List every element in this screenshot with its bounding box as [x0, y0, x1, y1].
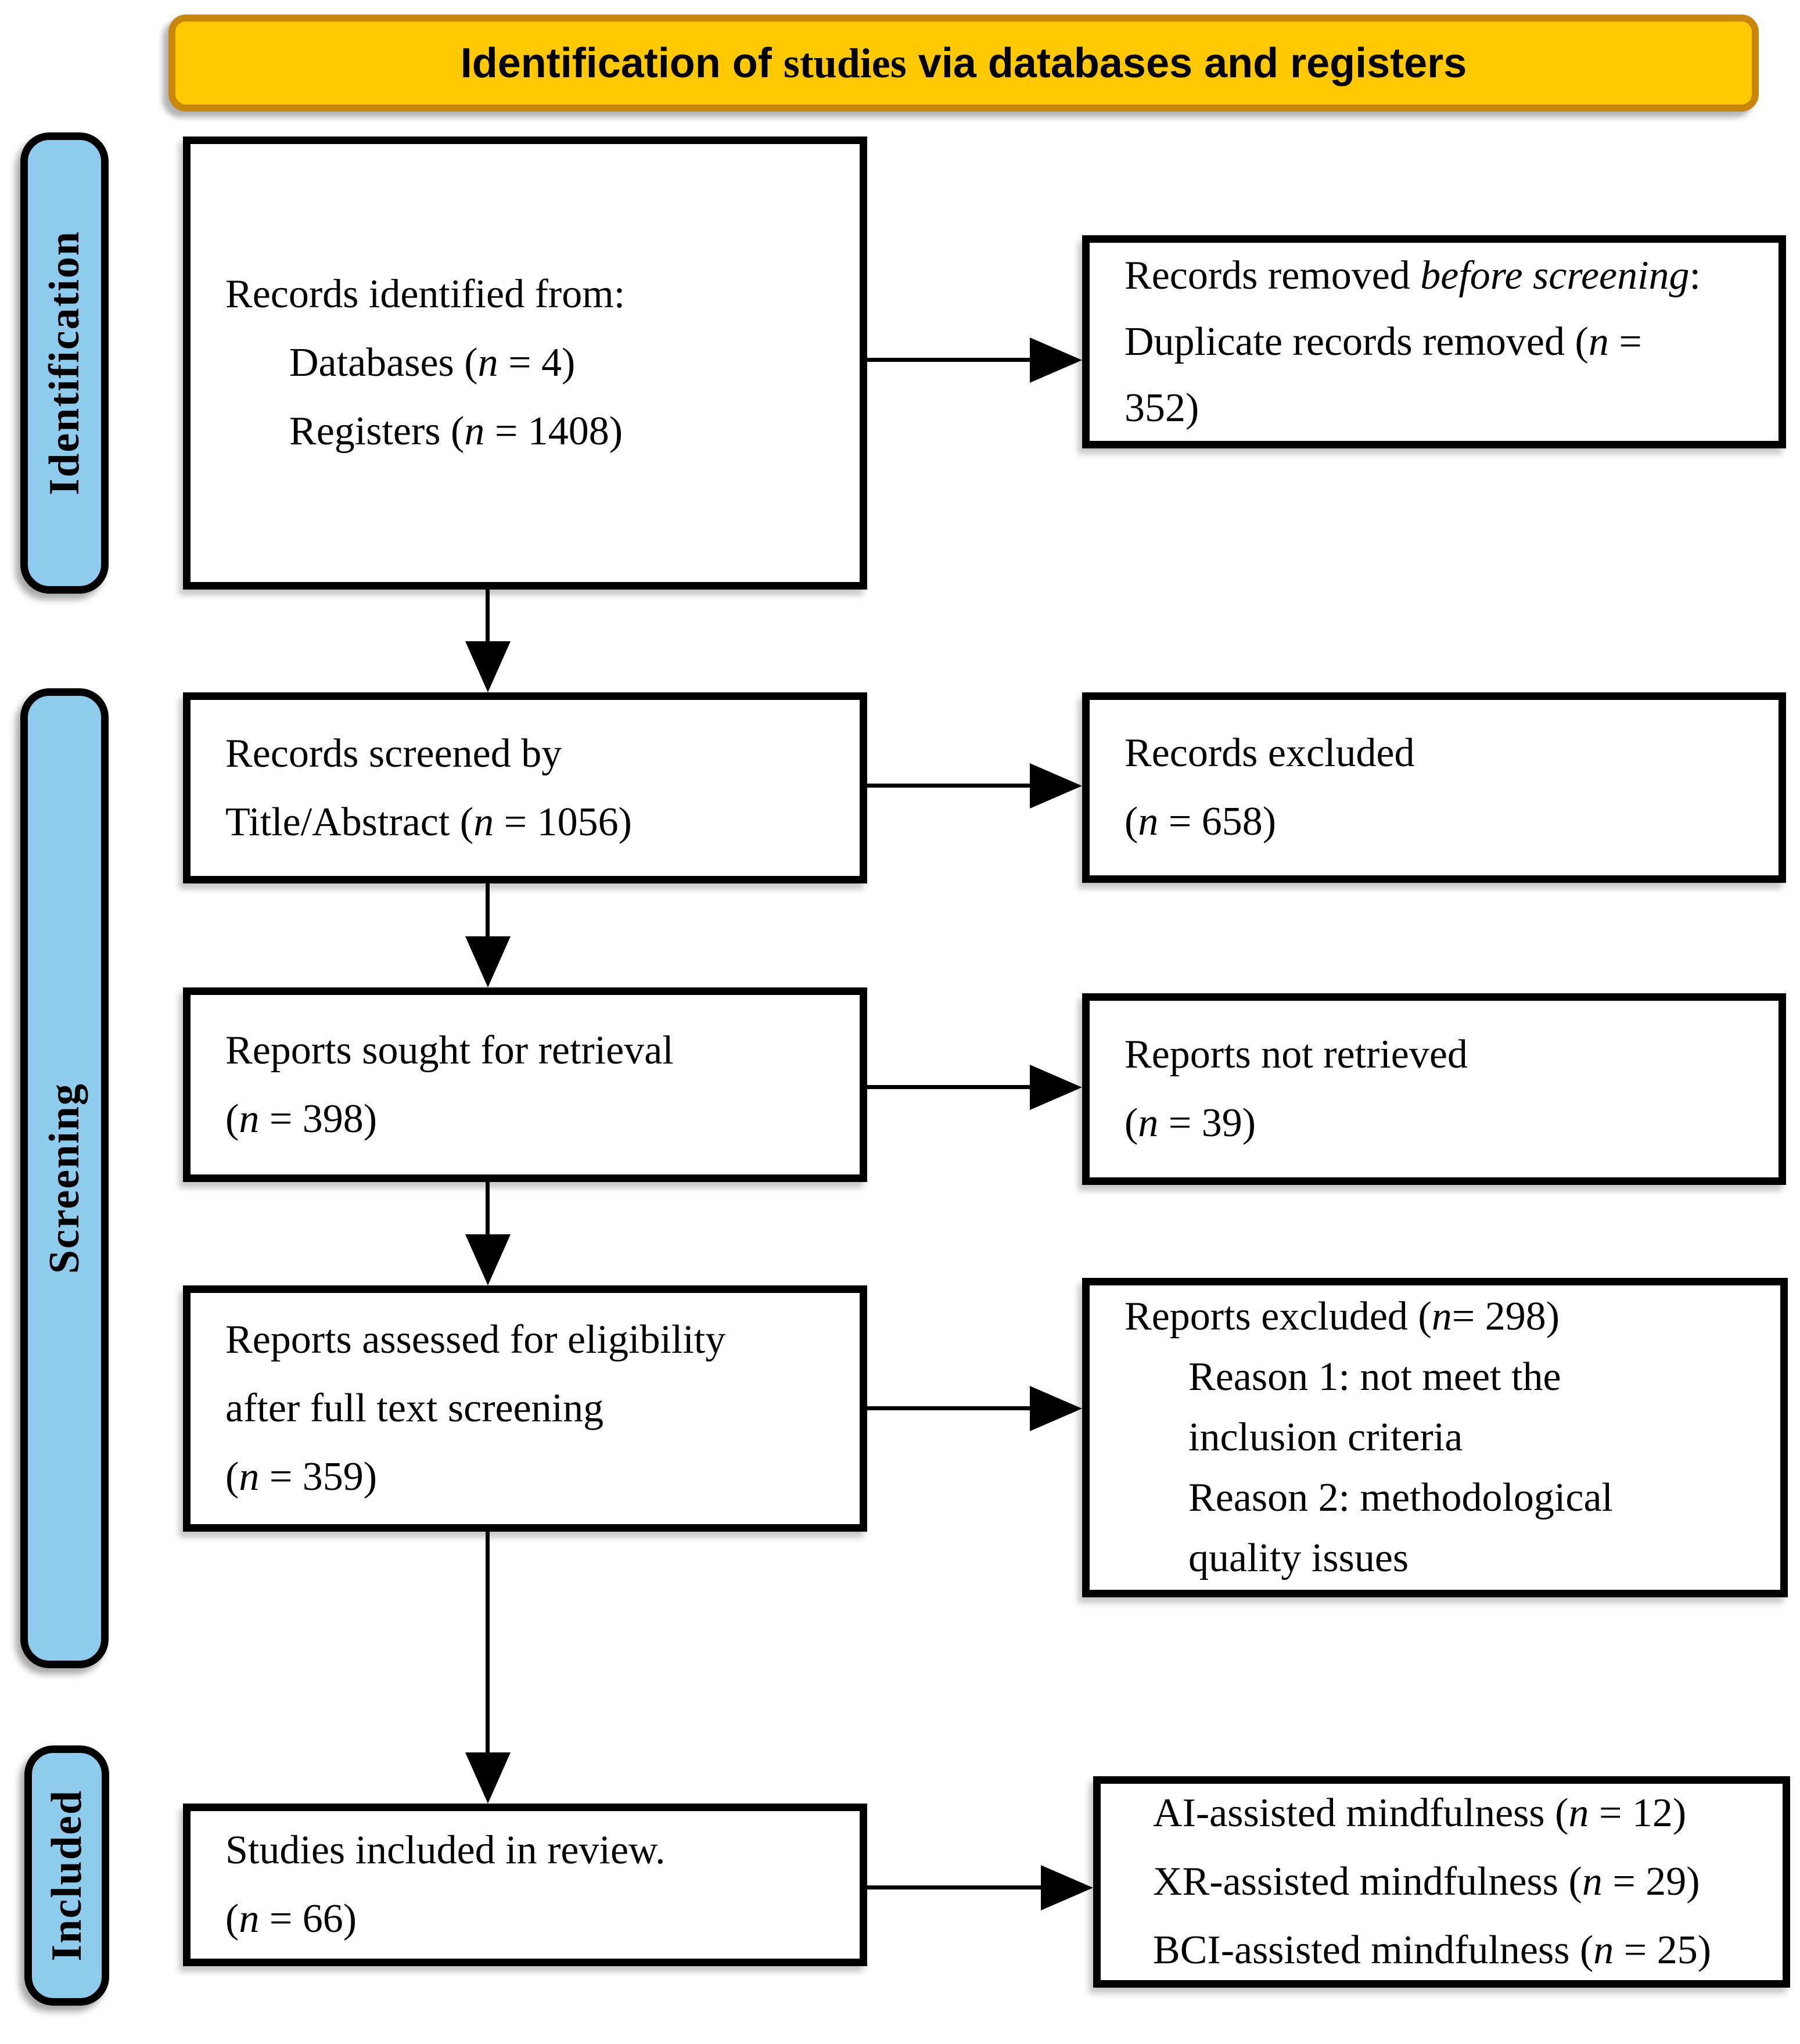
arrow-head-icon: [465, 641, 511, 692]
arrow-line: [486, 1532, 490, 1754]
text-line: BCI-assisted mindfulness (n = 25): [1153, 1928, 1712, 1973]
arrow-line: [867, 1085, 1032, 1089]
text-line: Title/Abstract (n = 1056): [225, 799, 632, 845]
text-line: 352): [1124, 385, 1199, 430]
banner-title: Identification of studies via databases …: [461, 40, 1467, 87]
arrow-line: [867, 358, 1032, 362]
phase-label-included: Included: [24, 1745, 109, 2006]
text-line: (n = 398): [225, 1096, 378, 1141]
box-records-screened: Records screened by Title/Abstract (n = 1…: [183, 692, 867, 883]
arrow-head-icon: [465, 1752, 511, 1804]
text-line: Reason 2: methodological: [1188, 1475, 1613, 1520]
arrow-line: [486, 590, 490, 643]
box-reports-assessed: Reports assessed for eligibility after fu…: [183, 1285, 867, 1532]
text-line: Reports assessed for eligibility: [225, 1317, 726, 1362]
text-line: Reports excluded (n= 298): [1124, 1294, 1560, 1339]
text-line: Reason 1: not meet the: [1188, 1355, 1561, 1399]
phase-label-included-text: Included: [42, 1790, 91, 1962]
text-line: Reports not retrieved: [1124, 1032, 1468, 1077]
text-line: after full text screening: [225, 1386, 604, 1431]
text-line: Identification of studies via databases …: [460, 39, 1467, 87]
arrow-line: [867, 1885, 1043, 1889]
box-reports-not-retrieved: Reports not retrieved (n = 39): [1082, 993, 1786, 1185]
box-records-identified: Records identified from: Databases (n = 4…: [183, 136, 867, 590]
text-line: Reports sought for retrieval: [225, 1028, 674, 1073]
phase-label-screening: Screening: [20, 688, 109, 1668]
text-line: Records excluded: [1124, 731, 1415, 775]
text-line: (n = 39): [1124, 1101, 1256, 1145]
text-line: quality issues: [1188, 1536, 1409, 1580]
phase-label-identification-text: Identification: [40, 231, 88, 495]
arrow-head-icon: [465, 936, 511, 987]
phase-label-screening-text: Screening: [40, 1082, 88, 1274]
arrow-line: [867, 1406, 1032, 1410]
box-reports-sought: Reports sought for retrieval (n = 398): [183, 987, 867, 1182]
arrow-head-icon: [1030, 337, 1082, 383]
box-studies-included: Studies included in review. (n = 66): [183, 1804, 867, 1966]
box-records-excluded: Records excluded (n = 658): [1082, 692, 1786, 883]
text-line: Studies included in review.: [225, 1828, 666, 1873]
arrow-line: [486, 1182, 490, 1236]
box-records-removed: Records removed before screening: Duplica…: [1082, 235, 1786, 448]
arrow-head-icon: [1030, 1386, 1082, 1431]
phase-banner: Identification of studies via databases …: [168, 15, 1759, 112]
arrow-head-icon: [465, 1234, 511, 1285]
text-line: inclusion criteria: [1188, 1415, 1463, 1460]
text-line: Records screened by: [225, 731, 562, 776]
box-reports-excluded-reasons: Reports excluded (n= 298) Reason 1: not m…: [1082, 1278, 1788, 1597]
text-line: AI-assisted mindfulness (n = 12): [1153, 1791, 1687, 1835]
arrow-head-icon: [1041, 1865, 1093, 1910]
arrow-head-icon: [1030, 763, 1082, 809]
phase-label-identification: Identification: [20, 132, 109, 594]
arrow-line: [867, 784, 1032, 788]
text-line: (n = 66): [225, 1896, 357, 1941]
text-line: (n = 359): [225, 1454, 378, 1499]
text-line: Registers (n = 1408): [289, 409, 623, 454]
text-line: Records identified from:: [225, 272, 626, 317]
box-included-breakdown: AI-assisted mindfulness (n = 12) XR-assis…: [1093, 1776, 1790, 1988]
text-line: Databases (n = 4): [289, 340, 576, 385]
text-line: XR-assisted mindfulness (n = 29): [1153, 1859, 1700, 1904]
text-line: (n = 658): [1124, 799, 1277, 844]
text-line: Records removed before screening:: [1124, 253, 1701, 298]
text-line: Duplicate records removed (n =: [1124, 319, 1642, 364]
arrow-head-icon: [1030, 1065, 1082, 1110]
arrow-line: [486, 883, 490, 938]
